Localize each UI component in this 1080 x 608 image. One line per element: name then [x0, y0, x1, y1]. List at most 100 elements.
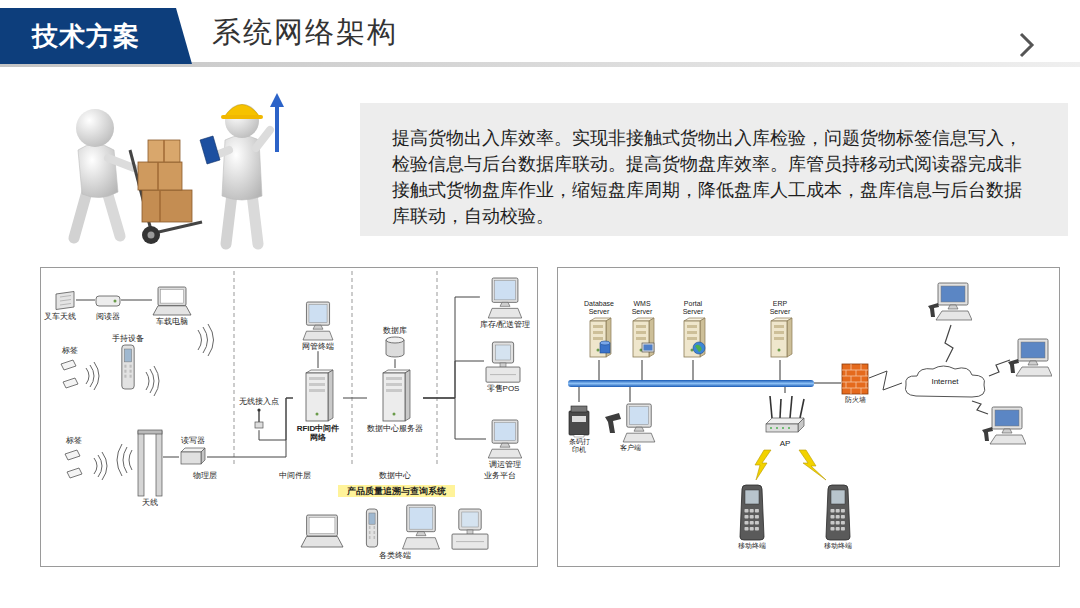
key — [841, 527, 845, 531]
reader-body — [96, 296, 120, 306]
node-label: 网管终端 — [302, 342, 334, 351]
device-node: 条码打 印机 — [566, 402, 592, 454]
side — [328, 370, 333, 421]
key — [755, 509, 759, 513]
bus-wire — [598, 360, 599, 380]
device-node: 零售POS — [484, 340, 522, 393]
key — [841, 509, 845, 513]
device-node: 调运管理 — [486, 418, 524, 469]
key — [750, 509, 754, 513]
device-node: Database Server — [582, 300, 616, 360]
drive-bay — [386, 389, 402, 392]
server-icon — [301, 369, 335, 423]
key — [841, 515, 845, 519]
remote-computer — [1008, 339, 1052, 376]
node-label: Portal Server — [676, 300, 710, 316]
diagram-frame — [41, 268, 538, 567]
power-led — [597, 349, 600, 352]
screen — [124, 349, 131, 362]
printer-panel — [572, 416, 586, 422]
monitor — [627, 404, 651, 427]
screen — [462, 512, 478, 527]
drive-bay — [636, 331, 646, 334]
key — [831, 515, 835, 519]
divider — [234, 271, 235, 466]
node-label: 读写器 — [181, 436, 205, 445]
panel-icon — [44, 291, 76, 311]
layer-label: 物理层 — [193, 471, 217, 480]
text-panel: 提高货物出入库效率。实现非接触式货物出入库检验，问题货物标签信息写入， 检验信息… — [360, 103, 1068, 236]
ap-top — [766, 418, 804, 424]
key — [750, 521, 754, 525]
key — [369, 536, 371, 539]
key — [124, 370, 126, 373]
device-node: RFID中间件 网络 — [293, 368, 343, 442]
internet-cloud: Internet — [902, 364, 988, 400]
key — [369, 526, 371, 529]
wireless-bolt — [799, 450, 826, 480]
drive-bay — [593, 331, 603, 334]
monitor — [459, 509, 481, 530]
worker-illustration — [74, 93, 284, 244]
node-label: 阅读器 — [96, 312, 120, 321]
wave — [198, 324, 214, 356]
ap-front — [766, 424, 798, 432]
node-label: 数据中心服务器 — [367, 424, 423, 433]
front — [383, 373, 405, 421]
arm — [108, 158, 134, 168]
globe-badge — [693, 342, 705, 354]
bus-wire — [784, 387, 785, 393]
body — [122, 345, 134, 389]
hat-brim — [221, 115, 263, 119]
page-title: 系统网络架构 — [212, 15, 398, 50]
device-node: 移动终端 — [738, 482, 766, 550]
handheld-icon — [117, 344, 139, 390]
pos-icon — [484, 341, 522, 383]
drive-bay — [636, 337, 646, 340]
zigzag-link — [989, 360, 1010, 376]
mobile-icon — [824, 483, 852, 541]
keyboard — [623, 433, 655, 442]
layer-dividers — [234, 271, 437, 466]
node-label: WMS Server — [625, 300, 659, 316]
device-node: 读写器 — [179, 436, 207, 467]
neck — [467, 530, 473, 534]
key — [831, 527, 835, 531]
front — [181, 452, 201, 464]
box — [138, 162, 182, 190]
drive-bay — [774, 331, 784, 334]
client-icon — [603, 403, 657, 443]
monitor — [492, 420, 518, 443]
node-label: Database Server — [582, 300, 616, 316]
scanner-gun — [605, 413, 621, 433]
globe-land — [695, 345, 702, 352]
screen — [495, 281, 516, 300]
divider — [437, 271, 438, 466]
key — [374, 536, 376, 539]
device-node: 防火墙 — [841, 362, 869, 404]
screen — [629, 407, 648, 425]
paper — [574, 435, 584, 437]
arm — [256, 130, 270, 148]
layer-label: 数据中心 — [379, 471, 411, 480]
node-label: 条码打 印机 — [567, 438, 591, 454]
drive-bay — [309, 389, 325, 392]
diagram-frame — [558, 268, 1060, 567]
srvdb-icon — [585, 317, 613, 359]
tablet — [200, 136, 220, 164]
device-node: 阅读器 — [95, 290, 121, 321]
band-label: 产品质量追溯与查询系统 — [347, 486, 446, 496]
power-led — [393, 413, 396, 416]
device-node: 网管终端 — [301, 300, 335, 351]
divider — [352, 271, 353, 466]
screen — [495, 423, 516, 441]
tab-fill — [0, 8, 192, 64]
key — [374, 531, 376, 534]
tags-icon — [63, 446, 85, 484]
laptop-icon — [152, 286, 192, 316]
key — [750, 527, 754, 531]
wave — [146, 366, 159, 396]
device-node: 各类终端 — [300, 503, 490, 560]
node-label: 移动终端 — [824, 542, 852, 550]
drive-bay — [593, 337, 603, 340]
